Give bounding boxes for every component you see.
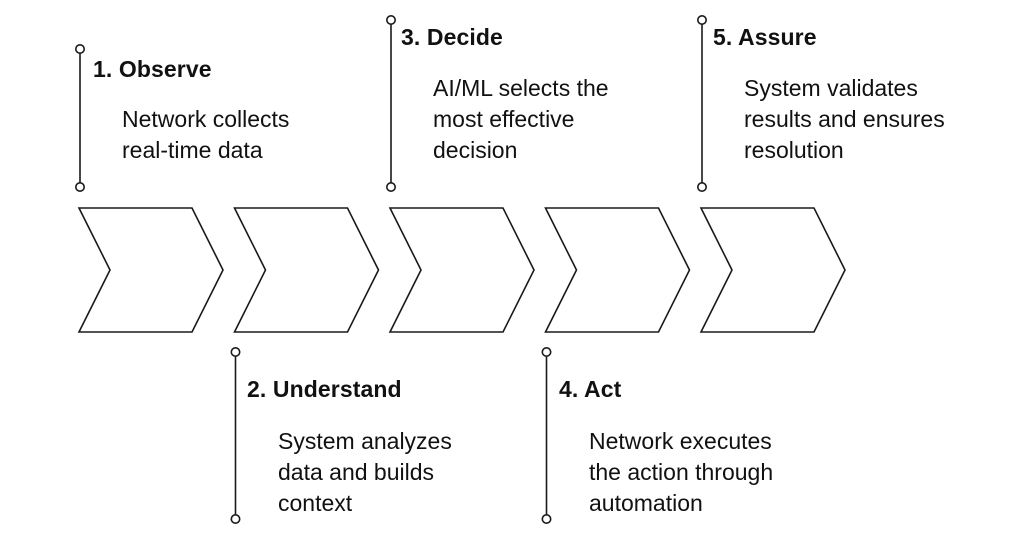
step-4-title: 4. Act	[559, 376, 622, 402]
chevron-step-3	[388, 207, 535, 333]
chevron-row	[77, 207, 846, 333]
callout-3-bottom-dot	[385, 182, 396, 193]
callout-2-top-dot	[230, 346, 241, 357]
step-3-title: 3. Decide	[401, 24, 503, 50]
step-1-title: 1. Observe	[93, 56, 212, 82]
callout-lines	[75, 15, 707, 524]
callout-2-bottom-dot	[230, 513, 241, 524]
chevron-step-2	[233, 207, 380, 333]
chevron-step-4	[544, 207, 691, 333]
chevron-step-5	[699, 207, 846, 333]
chevron-step-1	[77, 207, 224, 333]
callout-1-top-dot	[75, 43, 86, 54]
step-1-description: Network collects real-time data	[122, 106, 290, 163]
callout-3-top-dot	[385, 15, 396, 25]
step-4-description: Network executes the action through auto…	[589, 428, 774, 516]
callout-4-top-dot	[541, 346, 552, 357]
callout-5-bottom-dot	[696, 182, 707, 193]
step-5-description: System validates results and ensures res…	[744, 75, 945, 163]
callout-5-top-dot	[696, 15, 707, 25]
step-2-title: 2. Understand	[247, 376, 402, 402]
callout-1-bottom-dot	[75, 182, 86, 193]
step-5-title: 5. Assure	[713, 24, 817, 50]
callout-4-bottom-dot	[541, 513, 552, 524]
step-2-description: System analyzes data and builds context	[278, 428, 452, 516]
step-3-description: AI/ML selects the most effective decisio…	[433, 75, 609, 163]
